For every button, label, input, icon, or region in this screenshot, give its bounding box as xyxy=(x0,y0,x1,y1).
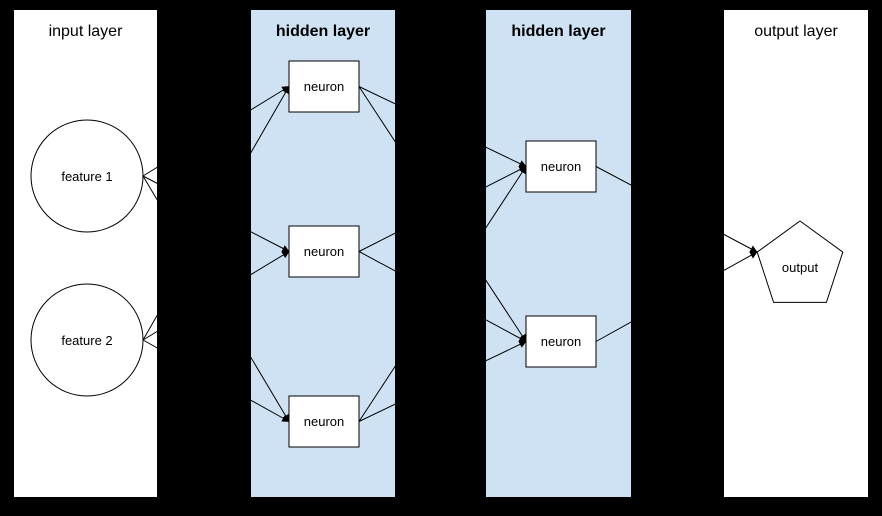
feature2-label: feature 2 xyxy=(61,333,112,348)
hidden1-neuron3-label: neuron xyxy=(304,414,344,429)
edge-feature2-h1n1 xyxy=(142,85,290,341)
edge-feature1-h1n3 xyxy=(142,175,290,423)
hidden2-neuron2-node xyxy=(525,315,597,368)
output-label: output xyxy=(782,260,819,275)
feature1-node xyxy=(30,119,144,233)
edges-group xyxy=(142,85,758,423)
hidden1-neuron1-label: neuron xyxy=(304,79,344,94)
edge-feature2-h1n3 xyxy=(142,339,290,422)
hidden1-neuron2-label: neuron xyxy=(304,244,344,259)
hidden-layer-2-title: hidden layer xyxy=(511,23,605,40)
edge-h2n2-output xyxy=(595,251,758,342)
edge-feature2-h1n2 xyxy=(142,251,290,341)
hidden2-neuron1-label: neuron xyxy=(541,159,581,174)
hidden1-neuron2-node xyxy=(288,225,360,278)
output-node xyxy=(756,220,844,303)
hidden-layer-2-panel xyxy=(486,10,631,497)
hidden-layer-1-title: hidden layer xyxy=(276,23,370,40)
output-layer-title: output layer xyxy=(754,23,838,40)
edge-h2n1-output xyxy=(595,166,758,253)
input-layer-title: input layer xyxy=(49,23,123,40)
edge-h1n3-h2n1 xyxy=(358,165,527,422)
feature1-label: feature 1 xyxy=(61,169,112,184)
hidden1-neuron3-node xyxy=(288,395,360,448)
edge-h1n3-h2n2 xyxy=(358,341,527,422)
hidden2-neuron2-label: neuron xyxy=(541,334,581,349)
edge-h1n1-h2n1 xyxy=(358,86,527,167)
hidden2-neuron1-node xyxy=(525,140,597,193)
edge-h1n2-h2n2 xyxy=(358,251,527,342)
edge-h1n1-h2n2 xyxy=(358,86,527,343)
edge-feature1-h1n1 xyxy=(142,86,290,177)
hidden1-neuron1-node xyxy=(288,60,360,113)
input-layer-panel xyxy=(14,10,157,497)
edge-h1n2-h2n1 xyxy=(358,166,527,252)
feature2-node xyxy=(30,283,144,397)
